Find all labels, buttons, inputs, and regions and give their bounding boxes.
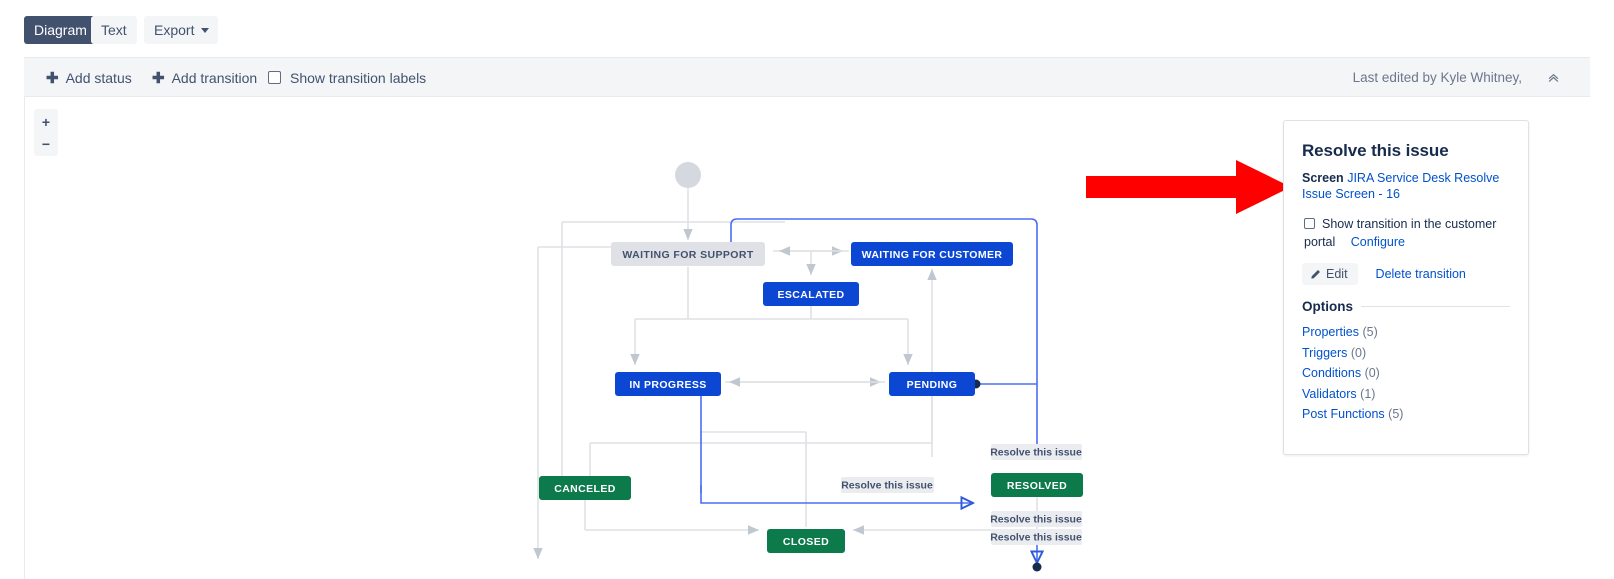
options-item-validators: Validators (1) bbox=[1302, 384, 1510, 405]
post-functions-count: (5) bbox=[1388, 407, 1404, 421]
node-pending[interactable]: PENDING bbox=[889, 372, 975, 396]
edge-label-group: Resolve this issue Resolve this issue Re… bbox=[841, 444, 1082, 545]
edge-label-text: Resolve this issue bbox=[990, 447, 1082, 459]
edge-group-highlighted bbox=[700, 218, 1037, 563]
checkbox-icon[interactable] bbox=[268, 71, 281, 84]
zoom-in-button[interactable]: + bbox=[41, 113, 51, 130]
conditions-count: (0) bbox=[1364, 366, 1380, 380]
add-transition-label: Add transition bbox=[171, 69, 258, 86]
add-status-label: Add status bbox=[65, 69, 132, 86]
edge-endpoint-dot bbox=[1032, 562, 1042, 572]
screen-label: Screen bbox=[1302, 171, 1344, 185]
divider bbox=[1361, 306, 1510, 307]
options-list: Properties (5) Triggers (0) Conditions (… bbox=[1302, 322, 1510, 425]
node-label: RESOLVED bbox=[1007, 480, 1067, 492]
edit-button-label: Edit bbox=[1326, 267, 1348, 281]
show-transition-labels-toggle[interactable]: Show transition labels bbox=[268, 58, 426, 97]
options-header: Options bbox=[1302, 299, 1510, 314]
node-canceled[interactable]: CANCELED bbox=[539, 476, 631, 500]
configure-link[interactable]: Configure bbox=[1350, 235, 1405, 249]
tab-export-label: Export bbox=[154, 22, 195, 38]
node-in-progress[interactable]: IN PROGRESS bbox=[615, 372, 721, 396]
node-group: WAITING FOR SUPPORT WAITING FOR CUSTOMER… bbox=[539, 242, 1083, 553]
options-title: Options bbox=[1302, 299, 1353, 314]
properties-count: (5) bbox=[1362, 325, 1378, 339]
transition-details-panel: Resolve this issue Screen JIRA Service D… bbox=[1283, 120, 1529, 455]
tab-text-label: Text bbox=[101, 22, 127, 38]
edge-label-text: Resolve this issue bbox=[990, 532, 1082, 544]
delete-transition-link[interactable]: Delete transition bbox=[1375, 267, 1466, 281]
options-item-triggers: Triggers (0) bbox=[1302, 343, 1510, 364]
edge-label-text: Resolve this issue bbox=[841, 480, 933, 492]
options-item-post-functions: Post Functions (5) bbox=[1302, 404, 1510, 425]
post-functions-link[interactable]: Post Functions bbox=[1302, 407, 1385, 421]
node-escalated[interactable]: ESCALATED bbox=[763, 282, 859, 306]
portal-checkbox-label: Show transition in the customer portal bbox=[1304, 217, 1497, 249]
red-pointer-arrow-icon bbox=[1086, 160, 1291, 214]
chevron-double-up-icon[interactable] bbox=[1547, 58, 1560, 97]
add-transition-button[interactable]: ✚ Add transition bbox=[152, 58, 257, 97]
tab-text[interactable]: Text bbox=[91, 16, 137, 44]
edge-label: Resolve this issue bbox=[990, 444, 1082, 460]
node-label: WAITING FOR SUPPORT bbox=[622, 249, 753, 261]
options-item-properties: Properties (5) bbox=[1302, 322, 1510, 343]
zoom-out-button[interactable]: − bbox=[41, 135, 51, 152]
triggers-link[interactable]: Triggers bbox=[1302, 345, 1348, 360]
panel-button-row: Edit Delete transition bbox=[1302, 263, 1510, 285]
show-transition-labels-label: Show transition labels bbox=[290, 69, 427, 86]
tab-diagram-label: Diagram bbox=[34, 22, 87, 38]
validators-count: (1) bbox=[1360, 386, 1376, 401]
node-resolved[interactable]: RESOLVED bbox=[991, 473, 1083, 497]
validators-link[interactable]: Validators bbox=[1302, 386, 1357, 401]
edit-button[interactable]: Edit bbox=[1302, 263, 1358, 285]
plus-icon: ✚ bbox=[152, 69, 165, 87]
conditions-link[interactable]: Conditions bbox=[1302, 366, 1362, 380]
last-edited-text: Last edited by Kyle Whitney, bbox=[1352, 70, 1522, 85]
chevron-down-icon bbox=[201, 28, 210, 33]
edge-label: Resolve this issue bbox=[841, 477, 934, 493]
zoom-controls[interactable]: + − bbox=[34, 109, 58, 156]
diagram-actionbar: ✚ Add status ✚ Add transition Show trans… bbox=[24, 57, 1590, 97]
tab-export[interactable]: Export bbox=[144, 16, 219, 44]
view-tabbar: Diagram Text Export bbox=[0, 0, 1614, 58]
pencil-icon bbox=[1310, 269, 1321, 280]
node-label: IN PROGRESS bbox=[629, 379, 706, 391]
node-label: CLOSED bbox=[783, 536, 829, 548]
panel-title: Resolve this issue bbox=[1302, 141, 1449, 160]
node-label: PENDING bbox=[907, 379, 958, 391]
edge-label: Resolve this issue bbox=[990, 529, 1082, 545]
screen-row: Screen JIRA Service Desk Resolve Issue S… bbox=[1302, 170, 1510, 202]
workflow-graph: Resolve this issue Resolve this issue Re… bbox=[533, 162, 1083, 572]
edge-label: Resolve this issue bbox=[990, 511, 1082, 527]
screen-link[interactable]: JIRA Service Desk Resolve Issue Screen -… bbox=[1302, 171, 1500, 201]
node-label: WAITING FOR CUSTOMER bbox=[862, 249, 1003, 261]
properties-link[interactable]: Properties bbox=[1302, 325, 1359, 339]
node-waiting-for-customer[interactable]: WAITING FOR CUSTOMER bbox=[851, 242, 1013, 266]
portal-visibility-row: Show transition in the customer portal C… bbox=[1302, 215, 1510, 251]
node-label: ESCALATED bbox=[778, 289, 845, 301]
plus-icon: ✚ bbox=[46, 69, 59, 87]
tab-diagram[interactable]: Diagram bbox=[24, 16, 97, 44]
add-status-button[interactable]: ✚ Add status bbox=[46, 58, 132, 97]
node-closed[interactable]: CLOSED bbox=[767, 529, 845, 553]
checkbox-icon[interactable] bbox=[1304, 218, 1315, 229]
options-item-conditions: Conditions (0) bbox=[1302, 363, 1510, 384]
edge-label-text: Resolve this issue bbox=[990, 514, 1082, 526]
node-waiting-for-support[interactable]: WAITING FOR SUPPORT bbox=[611, 242, 765, 266]
node-label: CANCELED bbox=[554, 483, 616, 495]
triggers-count: (0) bbox=[1350, 345, 1367, 360]
start-circle-node[interactable] bbox=[675, 162, 701, 188]
